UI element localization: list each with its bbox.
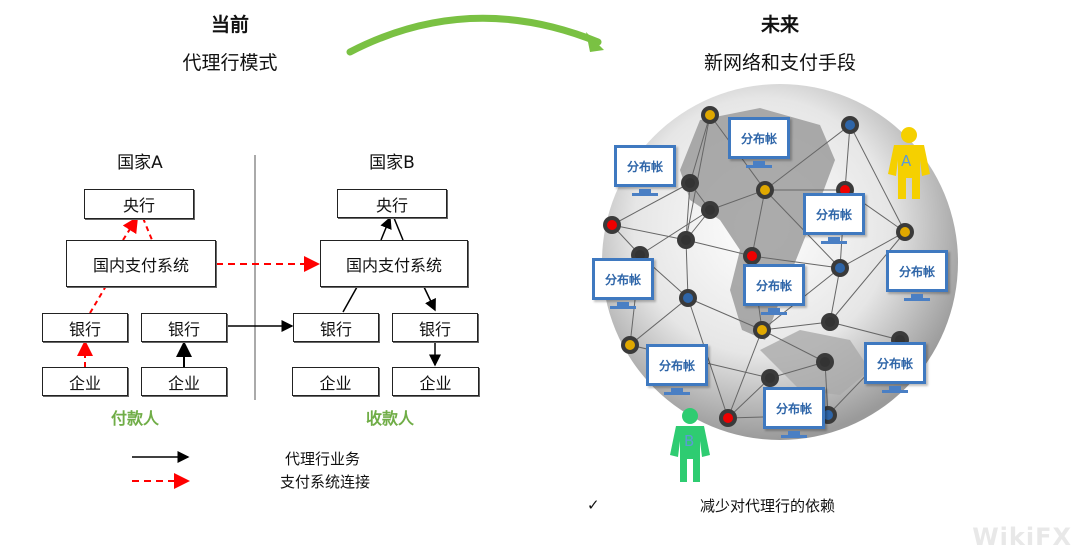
ledger-node-6: 分布帐 xyxy=(886,250,948,301)
red-link-system-to-central xyxy=(122,216,139,241)
country-b-central-bank: 央行 xyxy=(337,189,447,218)
ledger-node-3: 分布帐 xyxy=(803,193,865,244)
black-link-bank-to-system xyxy=(342,286,358,313)
network-link xyxy=(829,231,906,323)
network-link xyxy=(611,224,687,241)
network-node-core xyxy=(825,317,835,327)
person-a-label: A xyxy=(901,152,912,170)
network-link xyxy=(769,361,826,379)
country-a-central-bank: 央行 xyxy=(84,189,194,219)
country-a-bank-1: 银行 xyxy=(42,313,128,342)
network-link xyxy=(751,255,841,269)
country-b-payment-system: 国内支付系统 xyxy=(320,240,468,287)
ledger-node-9: 分布帐 xyxy=(763,387,825,438)
network-link xyxy=(761,329,826,363)
network-node-core xyxy=(607,220,617,230)
network-link xyxy=(764,189,841,269)
network-link xyxy=(849,124,906,233)
network-link xyxy=(639,209,711,256)
network-node-core xyxy=(705,110,715,120)
person-a-icon xyxy=(888,127,930,199)
current-title: 当前 xyxy=(210,14,249,36)
network-link xyxy=(751,189,766,257)
current-subtitle: 代理行模式 xyxy=(182,52,278,74)
future-title: 未来 xyxy=(760,14,799,36)
network-link xyxy=(829,267,841,323)
person-b-label: B xyxy=(684,432,695,450)
red-link-central-return xyxy=(142,217,153,241)
ledger-node-2: 分布帐 xyxy=(728,117,790,168)
ledger-node-7: 分布帐 xyxy=(646,344,708,395)
globe-landmass-2 xyxy=(760,330,870,395)
network-node-core xyxy=(747,251,757,261)
network-node-core xyxy=(840,185,850,195)
network-link xyxy=(727,329,763,419)
black-link-central-return xyxy=(393,217,404,241)
payer-label: 付款人 xyxy=(110,409,159,428)
black-link-system-to-central xyxy=(380,216,392,241)
network-link xyxy=(685,239,753,257)
country-b-label: 国家B xyxy=(369,153,415,173)
network-link xyxy=(687,297,763,331)
network-node-core xyxy=(683,293,693,303)
network-link xyxy=(844,124,851,191)
network-node-core xyxy=(635,250,645,260)
network-link xyxy=(629,297,689,346)
network-node-core xyxy=(625,340,635,350)
network-link xyxy=(685,239,689,299)
network-link xyxy=(687,297,729,419)
ledger-node-4: 分布帐 xyxy=(592,258,654,309)
network-node-core xyxy=(900,227,910,237)
watermark: WikiFX xyxy=(972,523,1072,551)
black-link-system-to-bank xyxy=(423,286,436,312)
network-node-core xyxy=(685,178,695,188)
payee-label: 收款人 xyxy=(365,409,414,428)
network-link xyxy=(839,231,906,269)
network-link xyxy=(727,377,771,419)
network-node-core xyxy=(845,120,855,130)
country-b-bank-2: 银行 xyxy=(392,313,478,342)
country-a-label: 国家A xyxy=(117,153,163,173)
ledger-node-8: 分布帐 xyxy=(864,342,926,393)
network-node-core xyxy=(823,410,833,420)
network-link xyxy=(829,321,901,341)
transition-arrowhead xyxy=(586,32,604,52)
network-link xyxy=(761,321,831,331)
country-a-company-2: 企业 xyxy=(141,367,227,396)
ledger-node-1: 分布帐 xyxy=(614,145,676,196)
network-node-core xyxy=(835,263,845,273)
country-a-company-1: 企业 xyxy=(42,367,128,396)
transition-arrow xyxy=(346,14,602,56)
network-link xyxy=(685,182,691,241)
country-a-bank-2: 银行 xyxy=(141,313,227,342)
network-node-core xyxy=(760,185,770,195)
network-link xyxy=(611,182,691,226)
person-b-icon xyxy=(670,408,710,482)
country-b-company-2: 企业 xyxy=(392,367,479,396)
benefit-text: 减少对代理行的依赖 xyxy=(700,497,836,515)
check-icon: ✓ xyxy=(587,496,600,514)
country-a-payment-system: 国内支付系统 xyxy=(66,240,216,287)
ledger-node-5: 分布帐 xyxy=(743,264,805,315)
country-b-company-1: 企业 xyxy=(292,367,379,396)
network-link xyxy=(764,124,851,191)
network-node-core xyxy=(723,413,733,423)
network-node-core xyxy=(681,235,691,245)
future-subtitle: 新网络和支付手段 xyxy=(703,52,856,74)
network-node-core xyxy=(820,357,830,367)
network-node-core xyxy=(705,205,715,215)
legend-correspondent-label: 代理行业务 xyxy=(285,450,361,468)
network-link xyxy=(689,114,711,184)
legend-payment-link-label: 支付系统连接 xyxy=(280,473,371,491)
country-b-bank-1: 银行 xyxy=(293,313,379,342)
network-node-core xyxy=(765,373,775,383)
network-link xyxy=(685,114,711,241)
network-node-core xyxy=(757,325,767,335)
network-link xyxy=(709,189,766,211)
